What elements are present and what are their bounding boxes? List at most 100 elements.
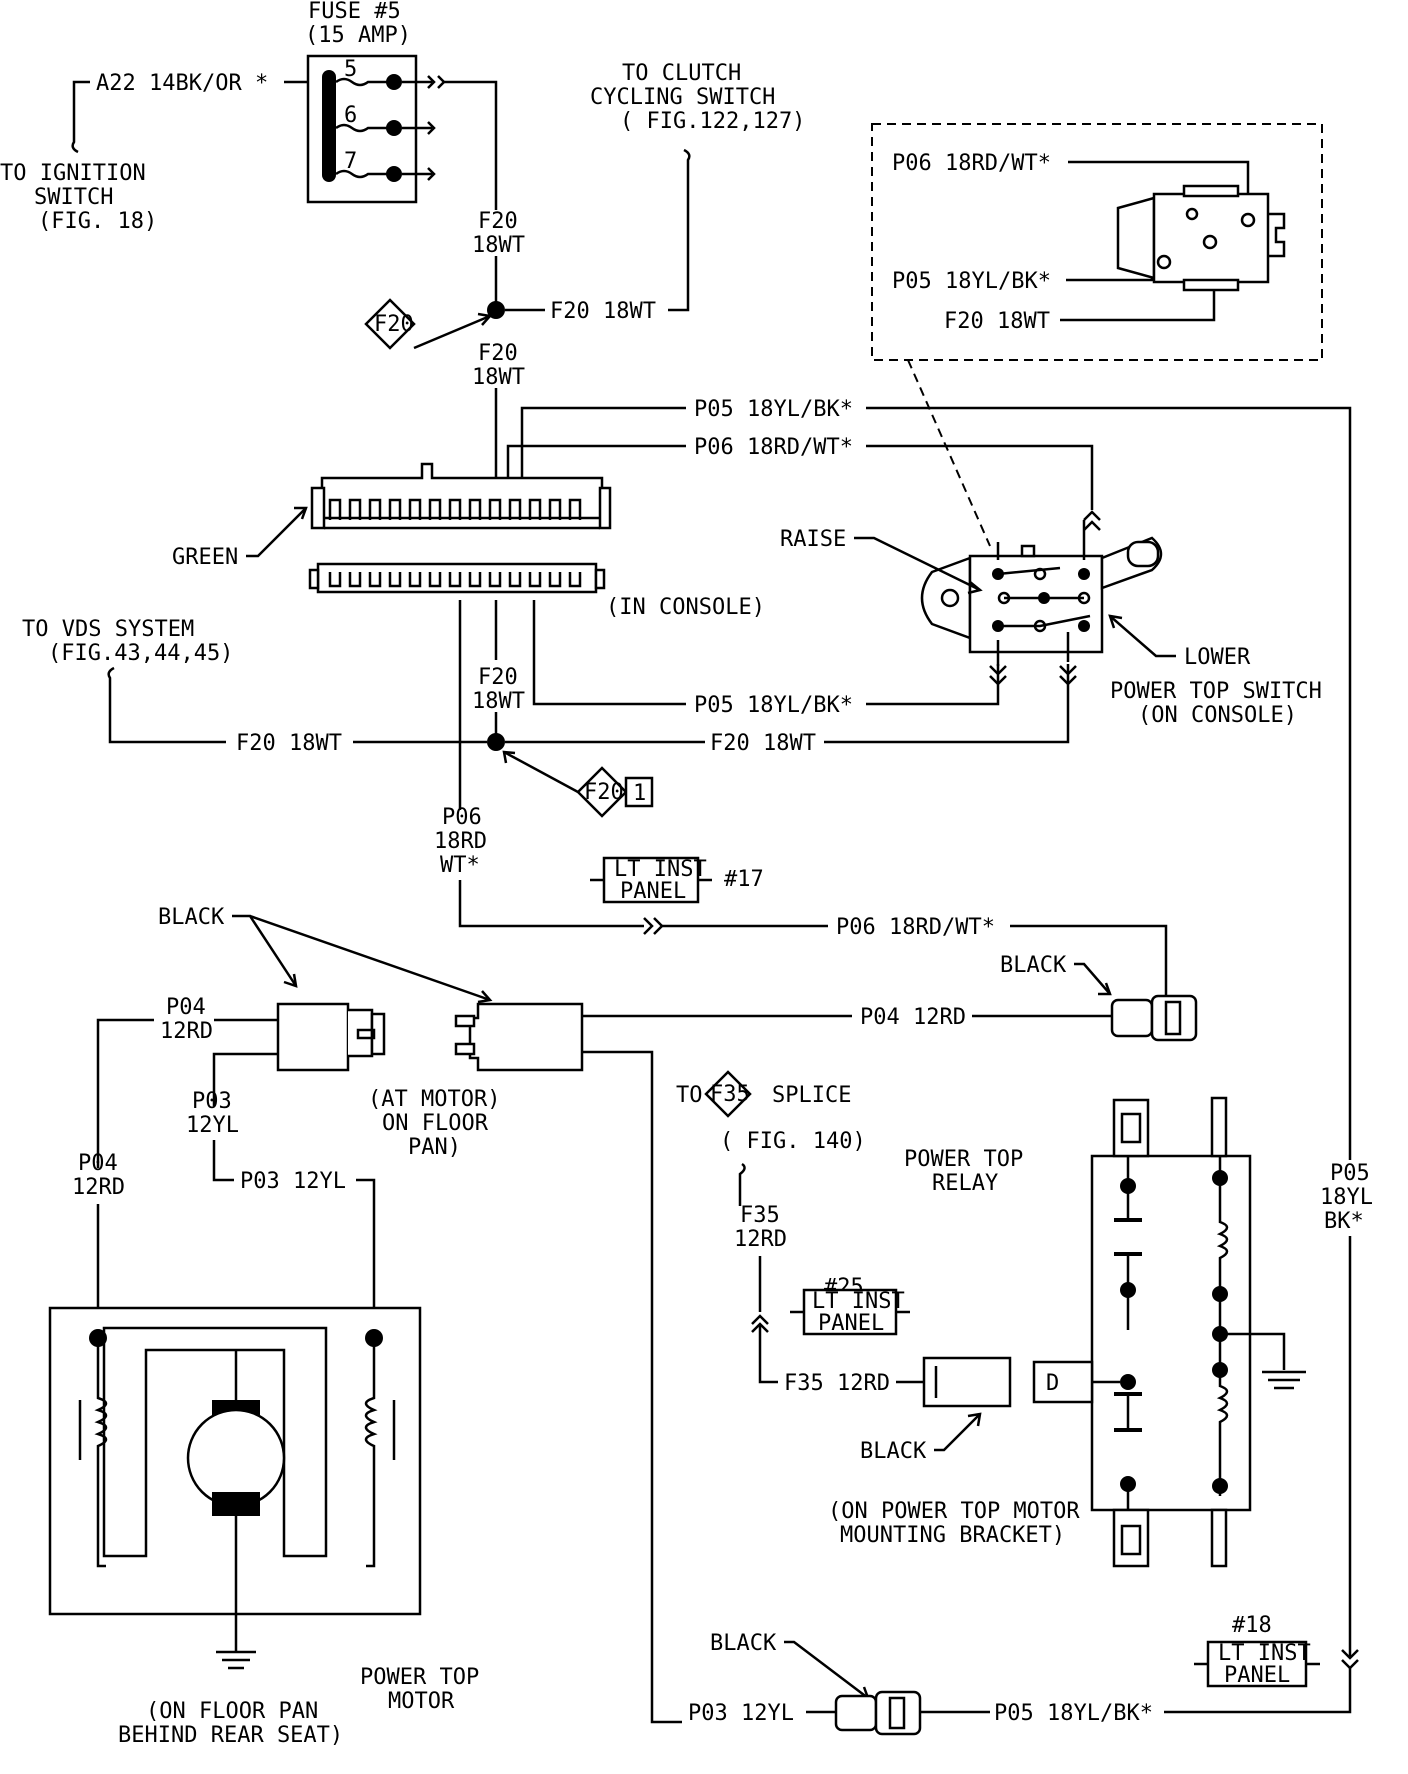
a22-wire: A22 14BK/OR * TO IGNITION SWITCH (FIG. 1… (0, 71, 308, 234)
inset-p06-label: P06 18RD/WT* (892, 151, 1051, 176)
inset-p05-label: P05 18YL/BK* (892, 269, 1051, 294)
bottom-connector: BLACK P03 12YL P05 18YL/BK* (688, 1631, 1153, 1736)
p05-bottom-label: P05 18YL/BK* (994, 1701, 1153, 1726)
on-floor-pan-label-2: BEHIND REAR SEAT) (118, 1723, 343, 1748)
p03-horiz-label: P03 12YL (240, 1169, 346, 1194)
on-floor-pan-label-1: (ON FLOOR PAN (146, 1699, 318, 1724)
power-top-switch-label-2: (ON CONSOLE) (1138, 703, 1297, 728)
at-motor-label-1: (AT MOTOR) (368, 1087, 500, 1112)
in-console-label: (IN CONSOLE) (606, 595, 765, 620)
p05-right-label-3: BK* (1324, 1209, 1364, 1234)
to-vds-label-2: (FIG.43,44,45) (48, 641, 233, 666)
f20-label-a1: F20 (478, 209, 518, 234)
power-top-switch: RAISE LOWER POWER TOP SWITCH (ON CONSOLE… (780, 520, 1322, 728)
console-wires: F20 18WT P05 18YL/BK* P06 18RD WT* P06 1… (22, 600, 1168, 996)
p06-vert-label-1: P06 (442, 805, 482, 830)
p03-a-label-2: 12YL (186, 1113, 239, 1138)
lt-inst-18-label-2: PANEL (1224, 1663, 1290, 1688)
f35-horiz-label: F35 12RD (784, 1371, 890, 1396)
to-clutch-label-1: TO CLUTCH (622, 61, 741, 86)
fig140-label: ( FIG. 140) (720, 1129, 866, 1154)
p03-bottom-label: P03 12YL (688, 1701, 794, 1726)
black-label-2: BLACK (1000, 953, 1067, 978)
lt-inst-25-label-2: PANEL (818, 1311, 884, 1336)
p05-right-label-1: P05 (1330, 1161, 1370, 1186)
p05-switch-label: P05 18YL/BK* (694, 693, 853, 718)
f20-label-b1: F20 (478, 341, 518, 366)
lt-inst-18-label-1: LT INST (1218, 1641, 1311, 1666)
lt-inst-17-num: #17 (724, 867, 764, 892)
fuse-amp: (15 AMP) (305, 23, 411, 48)
p05-p06-top-wires: P05 18YL/BK* P06 18RD/WT* (506, 397, 1352, 1658)
p04-b-label-1: P04 (78, 1151, 118, 1176)
p04-b-label-2: 12RD (72, 1175, 125, 1200)
f20-label-b2: 18WT (472, 365, 525, 390)
p05-top-label: P05 18YL/BK* (694, 397, 853, 422)
inset-f20-label: F20 18WT (944, 309, 1050, 334)
black-label-1: BLACK (158, 905, 225, 930)
to-vds-label-1: TO VDS SYSTEM (22, 617, 194, 642)
lt-inst-25-label-1: LT INST (812, 1289, 905, 1314)
p05-right-label-2: 18YL (1320, 1185, 1373, 1210)
to-clutch-label-3: ( FIG.122,127) (620, 109, 805, 134)
power-top-motor-label-1: POWER TOP (360, 1665, 479, 1690)
f35-branch: TO F35 SPLICE ( FIG. 140) F35 12RD F35 1… (676, 1070, 1012, 1464)
splice-f35-label: F35 (710, 1082, 750, 1107)
f20-clutch-label: F20 18WT (550, 299, 656, 324)
f20-label-a2: 18WT (472, 233, 525, 258)
to-ignition-label-2: SWITCH (34, 185, 113, 210)
lt-inst-18-num: #18 (1232, 1613, 1272, 1638)
p05-right: P05 18YL BK* #18 LT INST PANEL (1164, 1160, 1376, 1714)
switch-inset: P06 18RD/WT* P05 18YL/BK* F20 18WT (871, 123, 1323, 547)
to-ignition-label-3: (FIG. 18) (38, 209, 157, 234)
p06-vert-label-2: 18RD (434, 829, 487, 854)
power-top-relay-label-1: POWER TOP (904, 1147, 1023, 1172)
p06-top-label: P06 18RD/WT* (694, 435, 853, 460)
f35-label-1: F35 (740, 1203, 780, 1228)
lt-inst-17-label-2: PANEL (620, 879, 686, 904)
p04-horiz-label: P04 12RD (860, 1005, 966, 1030)
power-top-relay-label-2: RELAY (932, 1171, 998, 1196)
f20-vds-label: F20 18WT (236, 731, 342, 756)
lower-label: LOWER (1184, 645, 1251, 670)
fuse-pin-7: 7 (344, 149, 357, 174)
f35-label-2: 12RD (734, 1227, 787, 1252)
p04-a-label-1: P04 (166, 995, 206, 1020)
fuse-pin-5: 5 (344, 57, 357, 82)
f20-label-c2: 18WT (472, 689, 525, 714)
p03-a-label-1: P03 (192, 1089, 232, 1114)
raise-label: RAISE (780, 527, 846, 552)
to-f35-to-label: TO (676, 1083, 703, 1108)
fuse-pin-6: 6 (344, 103, 357, 128)
p06-vert-label-3: WT* (440, 853, 480, 878)
fuse-5: FUSE #5 (15 AMP) 5 6 7 (305, 0, 446, 204)
power-top-motor-label-2: MOTOR (388, 1689, 455, 1714)
p04-a-label-2: 12RD (160, 1019, 213, 1044)
green-connector: GREEN (172, 462, 612, 570)
power-top-relay: POWER TOP RELAY D (ON POWER TOP MOTOR MO… (828, 1096, 1306, 1568)
to-f35-splice-label: SPLICE (772, 1083, 851, 1108)
fuse-title: FUSE #5 (308, 0, 401, 24)
motor-wires: P04 12RD P04 12RD P03 12YL P03 12YL (AT … (72, 995, 500, 1330)
green-label: GREEN (172, 545, 238, 570)
motor-connectors: BLACK P04 12RD BLACK (158, 905, 1198, 1724)
power-top-motor: POWER TOP MOTOR (ON FLOOR PAN BEHIND REA… (48, 1306, 479, 1748)
f20-feed: F20 18WT F20 18WT TO CLUTCH CYCLING SWIT… (364, 61, 805, 498)
splice-f20-1-num: 1 (633, 781, 646, 806)
relay-d-label: D (1046, 1371, 1059, 1396)
to-clutch-label-2: CYCLING SWITCH (590, 85, 775, 110)
on-power-top-label-1: (ON POWER TOP MOTOR (828, 1499, 1080, 1524)
at-motor-label-2: ON FLOOR (382, 1111, 489, 1136)
lt-inst-17: LT INST PANEL #17 (590, 856, 764, 904)
p06-horiz-label: P06 18RD/WT* (836, 915, 995, 940)
splice-f20-label: F20 (374, 312, 414, 337)
f20-label-c1: F20 (478, 665, 518, 690)
at-motor-label-3: PAN) (408, 1135, 461, 1160)
a22-wire-label: A22 14BK/OR * (96, 71, 268, 96)
power-top-switch-label-1: POWER TOP SWITCH (1110, 679, 1322, 704)
black-label-3: BLACK (860, 1439, 927, 1464)
on-power-top-label-2: MOUNTING BRACKET) (840, 1523, 1065, 1548)
console-connector: (IN CONSOLE) (308, 562, 765, 620)
f20-switch-label: F20 18WT (710, 731, 816, 756)
